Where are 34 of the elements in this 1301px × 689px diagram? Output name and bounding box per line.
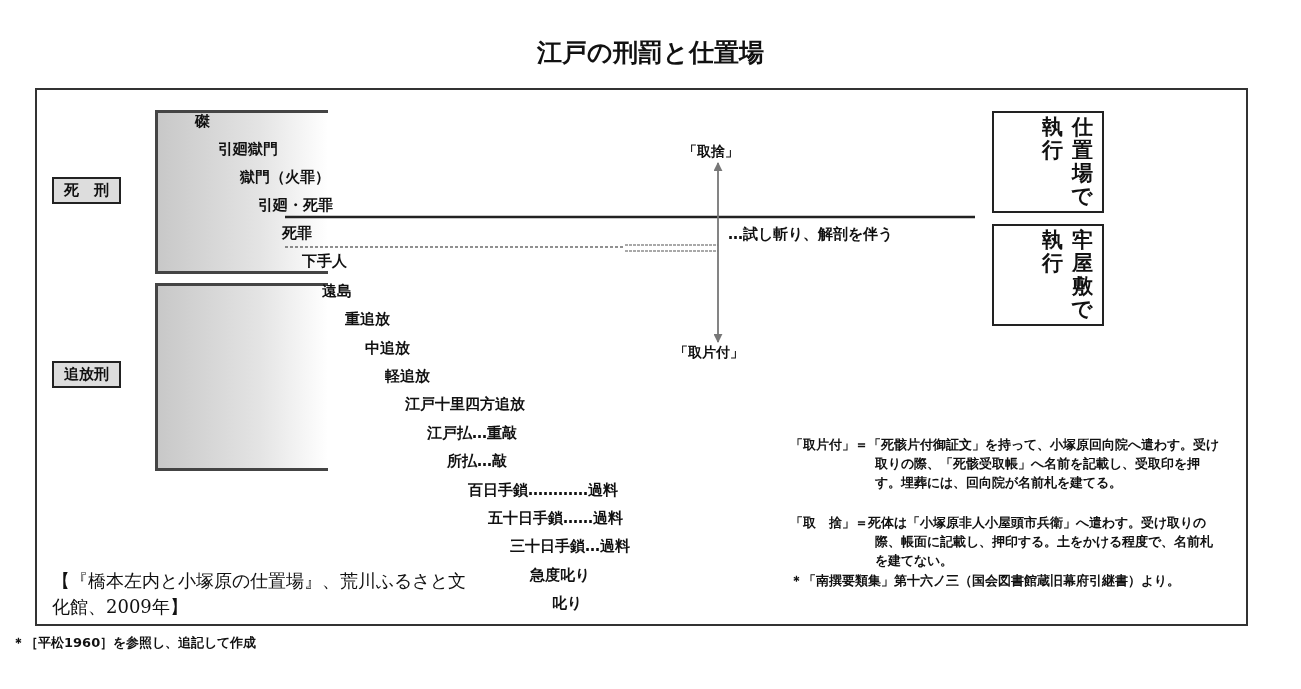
source-citation: 【『橋本左内と小塚原の仕置場』、荒川ふるさと文化館、2009年】 bbox=[52, 569, 467, 619]
punishment-label: 五十日手鎖……過料 bbox=[488, 509, 623, 528]
category-label: 死 刑 bbox=[52, 177, 121, 204]
caption: ＊［平松1960］を参照し、追記して作成 bbox=[12, 634, 257, 652]
punishment-label: 重追放 bbox=[345, 310, 390, 329]
punishment-label: 引廻・死罪 bbox=[258, 196, 333, 215]
punishment-label: 引廻獄門 bbox=[218, 140, 278, 159]
punishment-label: 三十日手鎖…過料 bbox=[510, 537, 630, 556]
title: 江戸の刑罰と仕置場 bbox=[536, 37, 765, 69]
punishment-label: 所払…敲 bbox=[447, 452, 507, 471]
punishment-label: 百日手鎖…………過料 bbox=[468, 481, 618, 500]
note-text: 「取 捨」＝死体は「小塚原非人小屋頭市兵衛」へ遣わす。受け取りの際、帳面に記載し、押印する。土をかける程度で、名前札を建てない。 bbox=[790, 514, 1214, 570]
arrow bbox=[713, 162, 723, 343]
punishment-label: 下手人 bbox=[302, 252, 347, 271]
note-text: 「取片付」＝「死骸片付御証文」を持って、小塚原回向院へ遣わす。受け取りの際、「死骸受取帳」へ名前を記載し、受取印を押す。埋葬には、回向院が名前札を建てる。 bbox=[790, 436, 1220, 492]
punishment-label: 遠島 bbox=[322, 282, 352, 301]
punishment-label: 獄門（火罪） bbox=[240, 168, 330, 187]
punishment-label: 死罪 bbox=[282, 224, 312, 243]
vertical-text-box bbox=[992, 224, 1104, 326]
vertical-text: 仕置場で執行 bbox=[1040, 116, 1094, 208]
vertical-text: 牢屋敷で執行 bbox=[1040, 229, 1094, 321]
arrow-label: 「取片付」 bbox=[674, 344, 744, 362]
punishment-label: 磔 bbox=[195, 112, 210, 131]
annotation-text: …試し斬り、解剖を伴う bbox=[728, 225, 893, 244]
punishment-label: 軽追放 bbox=[385, 367, 430, 386]
punishment-label: 中追放 bbox=[365, 339, 410, 358]
note-text: ＊「南撰要類集」第十六ノ三（国会図書館蔵旧幕府引継書）より。 bbox=[790, 572, 1181, 590]
vertical-text-box bbox=[992, 111, 1104, 213]
category-label: 追放刑 bbox=[52, 361, 121, 388]
punishment-label: 急度叱り bbox=[530, 566, 590, 585]
arrow-label: 「取捨」 bbox=[683, 143, 739, 161]
punishment-label: 江戸払…重敲 bbox=[427, 424, 517, 443]
punishment-label: 江戸十里四方追放 bbox=[405, 395, 525, 414]
punishment-label: 叱り bbox=[552, 594, 582, 613]
